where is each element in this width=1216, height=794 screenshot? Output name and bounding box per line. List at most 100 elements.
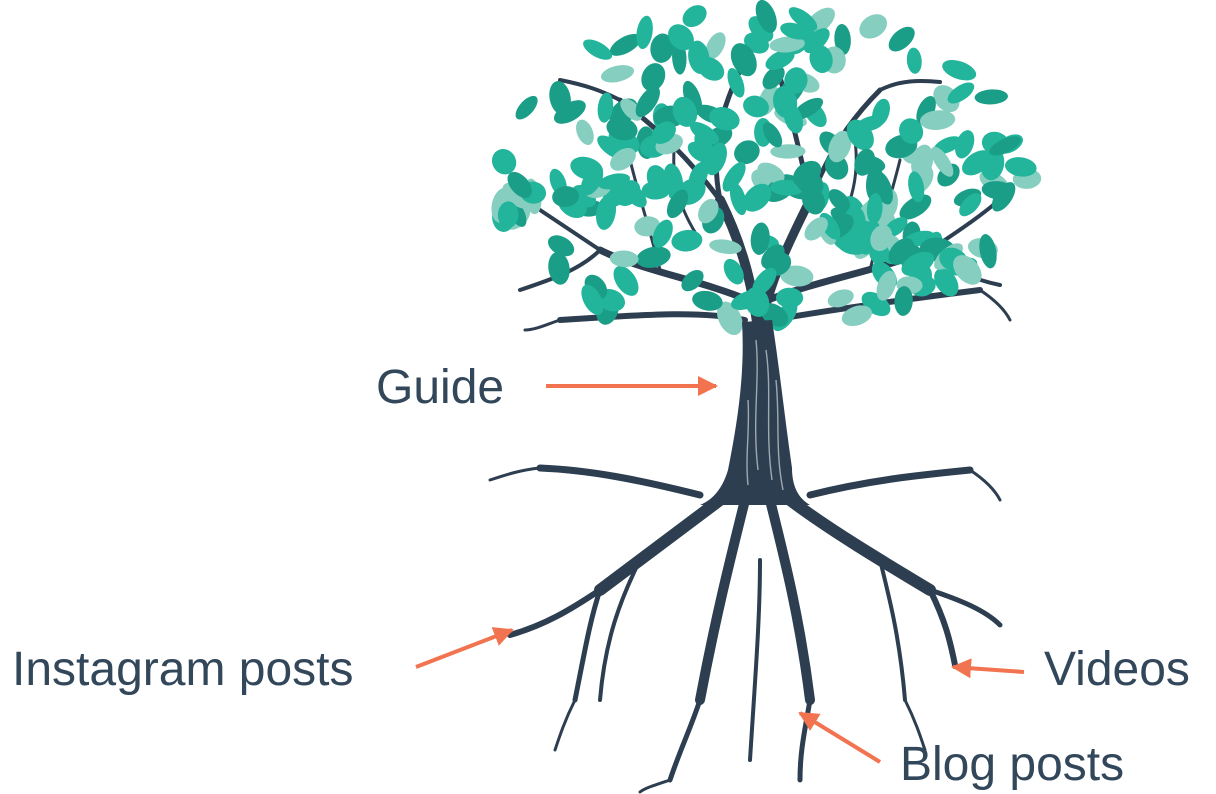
leaf <box>609 33 642 56</box>
leaf <box>553 100 586 124</box>
leaf <box>597 92 614 123</box>
leaf <box>776 287 804 308</box>
leaf <box>598 173 631 190</box>
leaf <box>834 24 851 55</box>
blog-arrow <box>798 711 882 764</box>
leaf <box>828 189 851 212</box>
leaf <box>769 36 805 53</box>
leaf <box>765 49 795 70</box>
leaf <box>979 234 997 269</box>
leaf <box>646 165 669 194</box>
leaf <box>901 251 935 276</box>
tree-root <box>598 558 642 702</box>
leaf <box>552 186 580 208</box>
tree-root <box>968 468 1002 502</box>
leaf <box>507 171 532 198</box>
leaf <box>888 26 915 52</box>
leaf <box>846 119 874 151</box>
leaf <box>682 80 703 115</box>
leaf <box>899 118 924 144</box>
leaf <box>641 63 666 92</box>
leaf <box>729 182 747 216</box>
leaf <box>610 148 636 171</box>
leaf <box>931 146 954 177</box>
tree-trunk <box>700 320 810 505</box>
leaf <box>581 284 604 315</box>
tree-root <box>507 587 603 638</box>
leaf <box>752 267 777 296</box>
leaf <box>620 98 643 121</box>
leaf <box>723 258 744 285</box>
leaf <box>609 250 639 268</box>
tree-root <box>927 587 1003 628</box>
tree-branch <box>523 318 562 332</box>
leaf <box>866 193 883 225</box>
leaf <box>636 246 671 268</box>
tree-root <box>903 698 927 752</box>
leaf <box>497 201 519 229</box>
leaf <box>872 98 890 127</box>
leaf <box>705 142 727 176</box>
tree-root <box>784 494 936 596</box>
leaf <box>959 193 982 217</box>
leaf <box>622 182 647 208</box>
leaf <box>824 153 849 180</box>
leaf <box>600 65 635 83</box>
tree-branch <box>558 78 622 102</box>
leaf <box>762 66 785 90</box>
blog-posts-label: Blog posts <box>900 738 1125 791</box>
leaf <box>697 56 725 81</box>
instagram-posts-label: Instagram posts <box>12 643 354 696</box>
leaf <box>792 160 822 187</box>
tree-root <box>536 464 704 499</box>
tree-canopy <box>491 0 1042 336</box>
leaf <box>1004 157 1037 177</box>
leaf <box>894 286 913 316</box>
leaf <box>722 161 746 192</box>
videos-arrow <box>951 658 1025 679</box>
leaf <box>809 44 833 74</box>
leaf <box>911 144 934 180</box>
leaf <box>780 265 814 287</box>
leaf <box>692 290 723 311</box>
leaf <box>803 28 830 54</box>
leaf <box>576 119 594 145</box>
tree-root <box>878 558 907 702</box>
leaf <box>716 301 743 336</box>
leaf <box>650 33 674 63</box>
tree-root <box>927 587 958 668</box>
leaf <box>636 15 653 50</box>
tree-root <box>797 697 813 783</box>
tree-root <box>765 495 815 705</box>
leaf <box>743 95 769 118</box>
tree-roots <box>488 464 1003 794</box>
leaf <box>709 239 742 254</box>
leaf <box>841 305 873 327</box>
leaf <box>687 141 713 163</box>
leaf <box>953 255 982 285</box>
leaf <box>727 68 745 98</box>
tree-root <box>572 587 603 703</box>
leaf <box>827 289 854 308</box>
tree-branch <box>978 288 1012 322</box>
leaf <box>515 95 538 120</box>
tree-root <box>553 698 577 752</box>
leaf <box>757 162 785 184</box>
leaf <box>788 7 818 31</box>
leaf <box>743 183 772 212</box>
leaf <box>773 86 798 119</box>
leaf <box>734 140 760 165</box>
leaf <box>770 144 806 159</box>
leaf <box>908 171 925 203</box>
leaf <box>870 224 893 252</box>
leaf <box>634 216 661 237</box>
leaf <box>666 189 689 219</box>
leaf <box>635 86 660 118</box>
leaf <box>804 217 828 241</box>
leaf <box>580 166 604 196</box>
leaf <box>613 265 639 296</box>
leaf <box>606 117 638 141</box>
leaf <box>651 121 676 144</box>
tree-root <box>748 558 762 762</box>
